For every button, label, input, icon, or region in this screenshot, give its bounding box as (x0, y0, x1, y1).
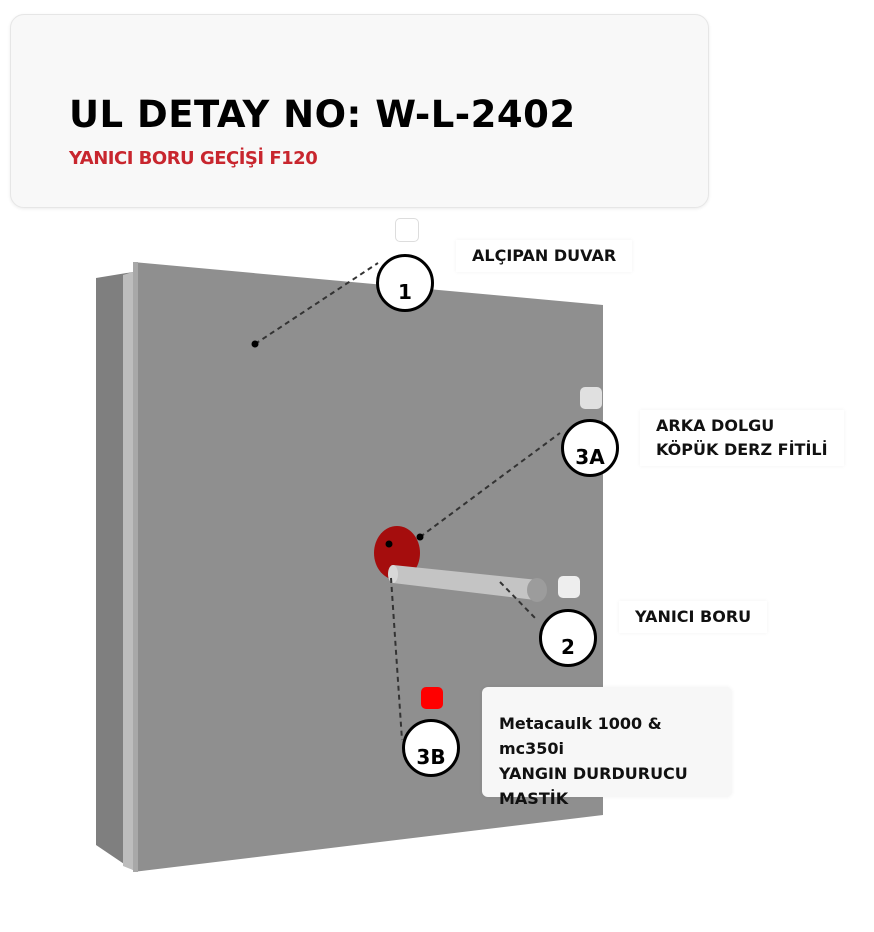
sealant-ring (374, 526, 420, 580)
callout-1[interactable]: 1 (376, 254, 434, 312)
label-text: ALÇIPAN DUVAR (472, 246, 617, 265)
label-firestop-sealant: Metacaulk 1000 & mc350i YANGIN DURDURUCU… (482, 687, 732, 808)
pointer-dot (416, 533, 424, 541)
marker-square (395, 218, 419, 242)
label-text: Metacaulk 1000 & mc350i (499, 714, 662, 758)
callout-3a[interactable]: 3A (561, 419, 619, 477)
marker-square-red (421, 687, 443, 709)
marker-square (580, 387, 602, 409)
page-subtitle: YANICI BORU GEÇİŞİ F120 (69, 148, 318, 169)
pointer-dot (251, 340, 259, 348)
label-backer-rod: ARKA DOLGU KÖPÜK DERZ FİTİLİ (640, 410, 844, 466)
page-title: UL DETAY NO: W-L-2402 (69, 93, 576, 136)
label-text: YANICI BORU (635, 607, 752, 626)
label-text: MASTİK (499, 789, 569, 808)
label-combustible-pipe: YANICI BORU (619, 601, 768, 633)
callout-3b[interactable]: 3B (402, 719, 460, 777)
pointer-dot (385, 540, 393, 548)
marker-square (558, 576, 580, 598)
label-text: YANGIN DURDURUCU (499, 764, 688, 783)
label-gypsum-wall: ALÇIPAN DUVAR (456, 240, 633, 272)
title-card: UL DETAY NO: W-L-2402 YANICI BORU GEÇİŞİ… (10, 14, 709, 208)
label-text: KÖPÜK DERZ FİTİLİ (656, 440, 828, 459)
back-panel-edge (123, 272, 133, 870)
leader-lines (254, 262, 561, 741)
callout-2[interactable]: 2 (539, 609, 597, 667)
label-text: ARKA DOLGU (656, 416, 775, 435)
front-panel-edge (133, 262, 138, 872)
